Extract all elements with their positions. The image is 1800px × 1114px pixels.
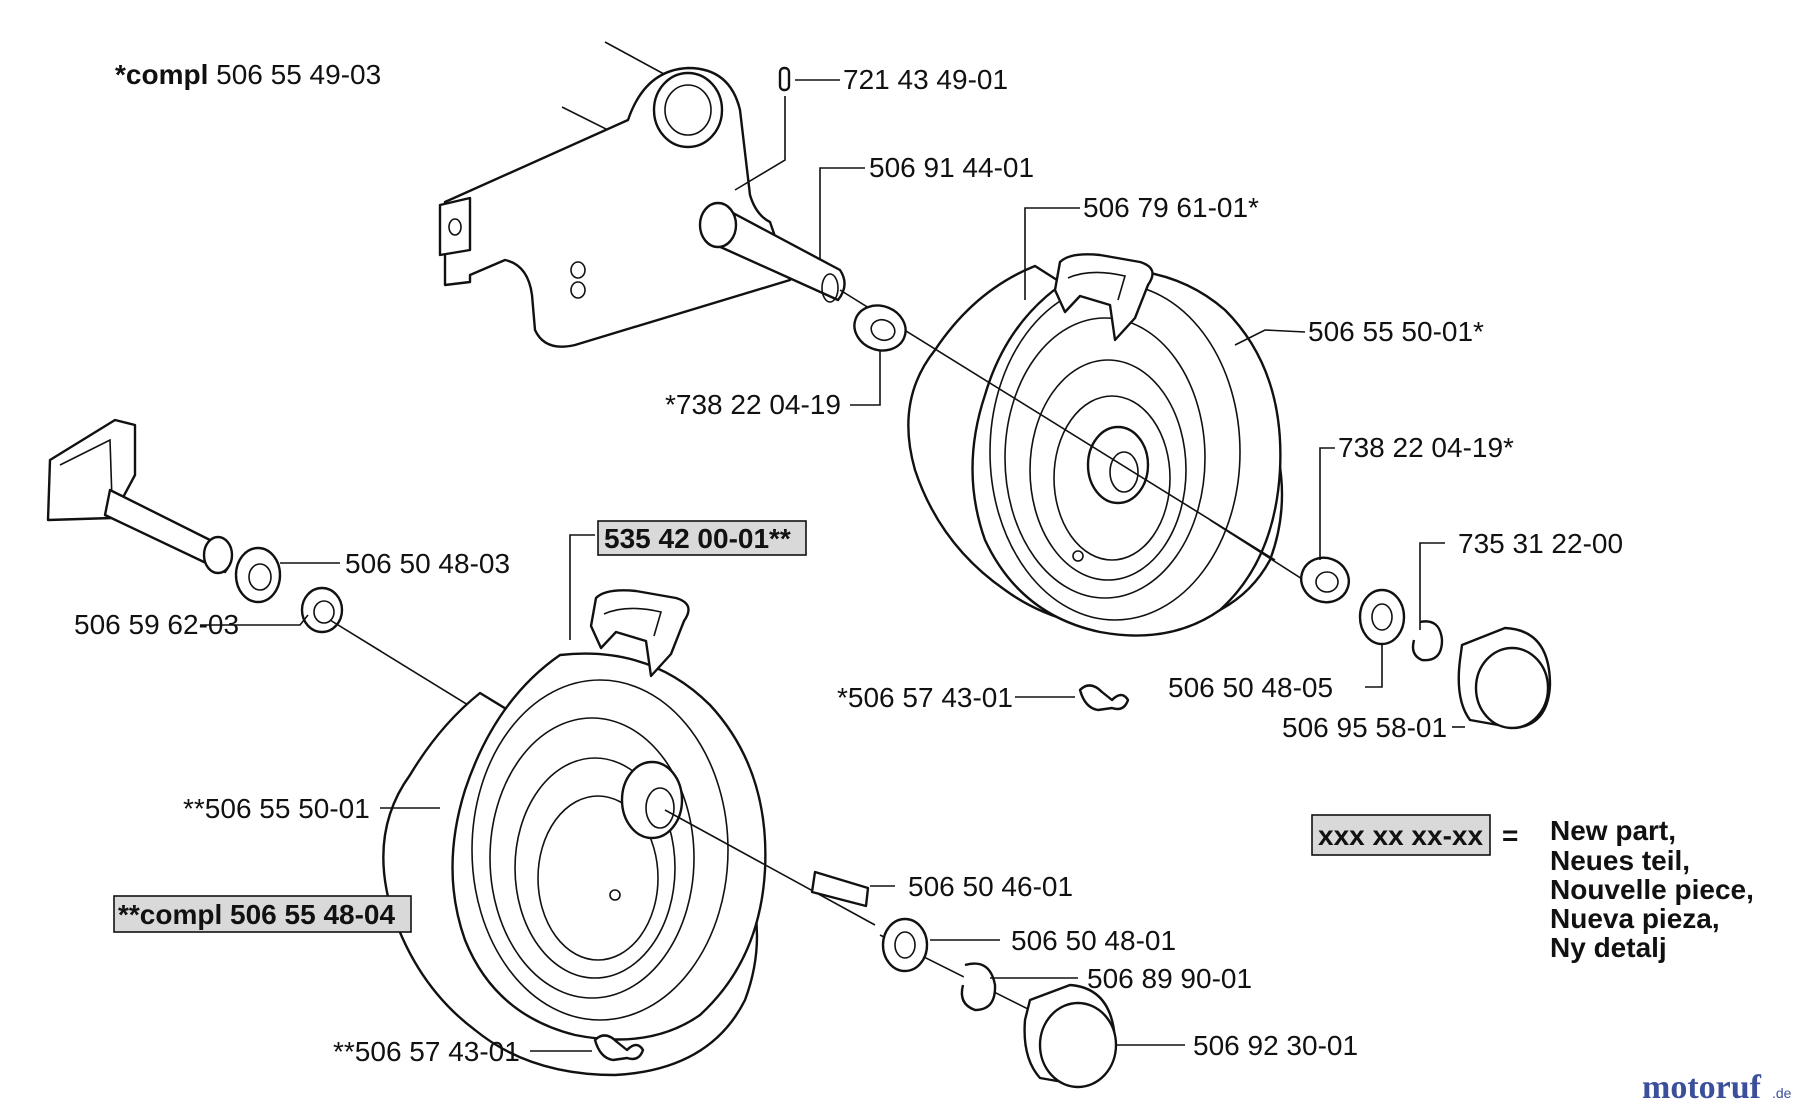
label-506-50-48-03: 506 50 48-03 <box>345 548 510 579</box>
legend-sample: xxx xx xx-xx <box>1318 820 1483 851</box>
watermark: motoruf .de <box>1642 1069 1792 1106</box>
lower-small-parts <box>810 870 1118 1089</box>
label-506-50-48-01: 506 50 48-01 <box>1011 925 1176 956</box>
legend-line-5: Ny detalj <box>1550 932 1667 963</box>
wing-nut-icon-lower <box>593 1034 645 1062</box>
legend-line-3: Nouvelle piece, <box>1550 874 1754 905</box>
watermark-text: motoruf <box>1642 1069 1762 1106</box>
compl-lower-box <box>113 895 412 933</box>
label-506-92-30-01: 506 92 30-01 <box>1193 1030 1358 1061</box>
label-506-50-46-01: 506 50 46-01 <box>908 871 1073 902</box>
compl-lower-label: **compl 506 55 48-04 <box>118 899 395 930</box>
label-506-57-43-01-star: *506 57 43-01 <box>837 682 1013 713</box>
lower-shaft-drawing <box>46 418 344 634</box>
label-506-55-50-01-star: 506 55 50-01* <box>1308 316 1484 347</box>
upper-small-parts <box>853 304 1552 730</box>
legend-equals: = <box>1502 820 1518 851</box>
label-506-55-50-01-dstar: **506 55 50-01 <box>183 793 370 824</box>
label-738-22-04-19-post: 738 22 04-19* <box>1338 432 1514 463</box>
legend-line-2: Neues teil, <box>1550 845 1690 876</box>
watermark-suffix: .de <box>1772 1085 1792 1101</box>
label-506-50-48-05: 506 50 48-05 <box>1168 672 1333 703</box>
legend: xxx xx xx-xx = New part, Neues teil, Nou… <box>1311 814 1754 963</box>
lower-wheel-drawing <box>382 589 767 1077</box>
label-506-59-62-03: 506 59 62-03 <box>74 609 239 640</box>
label-738-22-04-19-pre: *738 22 04-19 <box>665 389 841 420</box>
leader-lines <box>200 79 1465 1052</box>
legend-line-4: Nueva pieza, <box>1550 903 1720 934</box>
new-part-box <box>597 520 807 556</box>
label-506-57-43-01-dstar: **506 57 43-01 <box>333 1036 520 1067</box>
bracket-drawing <box>438 41 846 348</box>
label-506-79-61-01: 506 79 61-01* <box>1083 192 1259 223</box>
label-506-95-58-01: 506 95 58-01 <box>1282 712 1447 743</box>
compl-upper-label: *compl 506 55 49-03 <box>115 59 381 90</box>
legend-line-1: New part, <box>1550 815 1676 846</box>
label-506-91-44-01: 506 91 44-01 <box>869 152 1034 183</box>
label-721-43-49-01: 721 43 49-01 <box>843 64 1008 95</box>
label-535-42-00-01: 535 42 00-01** <box>604 523 791 554</box>
legend-sample-box <box>1311 814 1491 856</box>
label-506-89-90-01: 506 89 90-01 <box>1087 963 1252 994</box>
label-735-31-22-00: 735 31 22-00 <box>1458 528 1623 559</box>
wing-nut-icon-upper <box>1078 684 1130 712</box>
upper-wheel-drawing <box>907 253 1284 637</box>
